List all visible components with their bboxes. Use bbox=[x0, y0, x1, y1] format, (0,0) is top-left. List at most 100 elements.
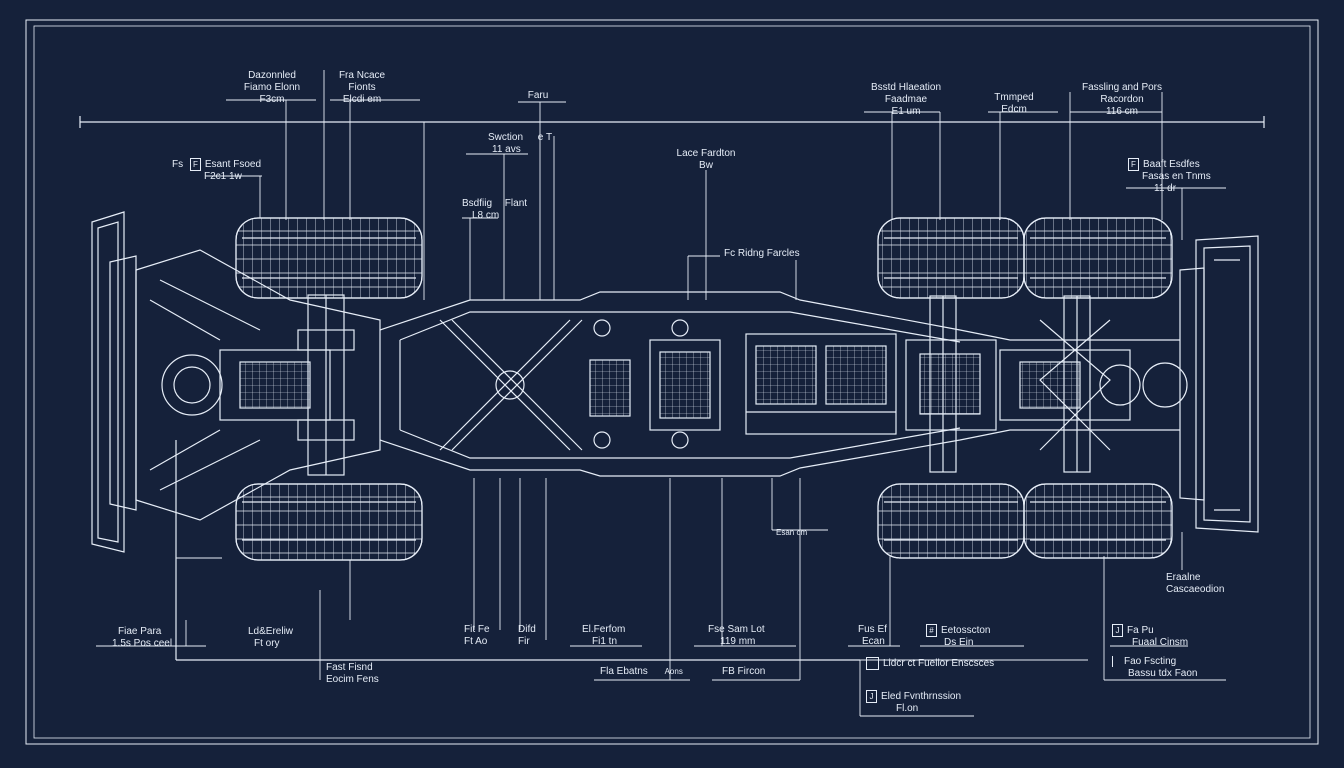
label-subtext: Eocim Fens bbox=[326, 674, 379, 685]
chassis-frame bbox=[379, 291, 1180, 477]
label-subtext: Ft Ao bbox=[464, 636, 488, 647]
marker-box: F bbox=[1128, 158, 1139, 171]
label-text: Esant Fsoed bbox=[204, 159, 262, 171]
label-measure: 1.5s Pos ceel bbox=[112, 638, 173, 649]
label-text: Fus Ef bbox=[858, 624, 887, 635]
marker-box: J bbox=[866, 690, 877, 703]
marker-box: J bbox=[1112, 624, 1123, 637]
fuel-tank bbox=[745, 333, 897, 435]
label-difd: Difd Fir bbox=[518, 624, 536, 648]
marker-box: # bbox=[926, 624, 937, 637]
front-bumper bbox=[91, 211, 137, 553]
label-text: Lidcr ct Fuellor Enscsces bbox=[883, 658, 995, 670]
label-text: Fa Pu bbox=[1127, 625, 1154, 637]
label-subtext: Fuaal Cinsm bbox=[1132, 637, 1189, 649]
label-measure: 119 mm bbox=[720, 636, 756, 647]
label-subtext: Bw bbox=[699, 160, 713, 171]
label-eraalne: Eraalne Cascaeodion bbox=[1166, 572, 1224, 596]
rear-crossmember bbox=[905, 339, 997, 431]
label-suffix: e T bbox=[537, 132, 553, 143]
rear-right-tire-2 bbox=[1023, 483, 1173, 559]
label-text: El.Ferfom bbox=[582, 624, 626, 635]
label-eetosscton: #Eetosscton Ds Ein bbox=[926, 624, 990, 649]
label-text: Fassling and Pors bbox=[1081, 82, 1163, 93]
label-esan: Esan cm bbox=[776, 528, 808, 537]
label-subtext: Fasas en Tnms bbox=[1142, 171, 1211, 183]
label-text: Ld&Ereliw bbox=[248, 626, 294, 637]
label-fse-sam-lot: Fse Sam Lot 119 mm bbox=[708, 624, 765, 648]
front-right-tire bbox=[235, 483, 423, 561]
label-bsdfiig: Bsdfiig Flant L8 cm bbox=[462, 198, 527, 222]
label-fra-ncace: Fra Ncace Fionts Elcdi em bbox=[339, 70, 385, 106]
label-fao-fscting: Fao Fscting Bassu tdx Faon bbox=[1112, 656, 1197, 680]
label-text: Lace Fardton bbox=[676, 148, 736, 159]
label-fit-fe: Fit Fe Ft Ao bbox=[464, 624, 490, 648]
label-measure: E1 um bbox=[891, 106, 921, 117]
marker-box bbox=[1112, 656, 1120, 667]
inner-frame bbox=[33, 25, 1311, 739]
rear-bumper bbox=[1179, 235, 1259, 533]
label-measure: 11 dr bbox=[1154, 183, 1177, 195]
label-text: Fra Ncace bbox=[338, 70, 386, 81]
label-fa-pu: J Fa Pu Fuaal Cinsm bbox=[1112, 624, 1188, 649]
label-fla-ebatns: Fla Ebatns Aons bbox=[600, 666, 683, 678]
label-text: Fiae Para bbox=[118, 626, 162, 637]
label-text: Fla Ebatns bbox=[600, 666, 648, 677]
label-text: Eled Fvnthrnssion bbox=[881, 691, 962, 703]
label-subtext: Fir bbox=[518, 636, 530, 647]
front-subframe bbox=[135, 249, 381, 521]
label-measure: F2c1 1w bbox=[204, 171, 242, 183]
label-measure: Fi1 tn bbox=[592, 636, 618, 647]
rear-left-tire-2 bbox=[1023, 217, 1173, 299]
label-dazonnled: Dazonnled Fiamo Elonn F3cm bbox=[244, 70, 300, 106]
label-text: Tmmped bbox=[994, 92, 1034, 103]
label-text: Fse Sam Lot bbox=[708, 624, 765, 635]
label-faru: Faru bbox=[527, 90, 549, 101]
label-fiae-para: Fiae Para 1.5s Pos ceel bbox=[112, 626, 172, 650]
label-subtext: Fiamo Elonn bbox=[243, 82, 301, 93]
label-text: Fit Fe bbox=[464, 624, 490, 635]
label-text: Swction bbox=[488, 132, 524, 143]
label-measure: Ecan bbox=[862, 636, 885, 647]
label-subtext: Faadmae bbox=[884, 94, 928, 105]
outer-frame bbox=[25, 19, 1319, 745]
label-subtext: Bassu tdx Faon bbox=[1128, 668, 1198, 680]
label-lidcr-enscsces: Lidcr ct Fuellor Enscsces bbox=[866, 657, 994, 670]
label-suffix: Flant bbox=[504, 198, 528, 209]
label-ld-ereliw: Ld&Ereliw Ft ory bbox=[248, 626, 293, 650]
label-measure: 11 avs bbox=[492, 144, 521, 155]
label-text: Fao Fscting bbox=[1124, 656, 1177, 668]
overall-length-dimension bbox=[79, 116, 1265, 128]
label-lace-fardton: Lace Fardton Bw bbox=[677, 148, 736, 172]
label-tmmped: Tmmped Edcm bbox=[994, 92, 1033, 116]
label-subtext: Ds Ein bbox=[944, 637, 974, 649]
label-text: Fast Fisnd bbox=[326, 662, 373, 673]
label-subtext: Racordon bbox=[1100, 94, 1144, 105]
label-measure: F3cm bbox=[259, 94, 285, 105]
rear-right-tire-1 bbox=[877, 483, 1025, 559]
label-swction: Swction e T 11 avs bbox=[488, 132, 552, 156]
label-subtext: Ft ory bbox=[254, 638, 280, 649]
label-subtext: Cascaeodion bbox=[1166, 584, 1225, 595]
x-brace bbox=[439, 319, 583, 451]
label-subtext: Aons bbox=[664, 667, 683, 676]
front-left-tire bbox=[235, 217, 423, 299]
differential bbox=[999, 349, 1188, 421]
label-measure: Elcdi em bbox=[342, 94, 382, 105]
label-prefix: Fs bbox=[172, 159, 184, 171]
label-measure: Edcm bbox=[1001, 104, 1027, 115]
label-text: Bsdfiig bbox=[462, 198, 493, 209]
label-text: Baaft Esdfes bbox=[1143, 159, 1200, 171]
label-subtext: Fionts bbox=[348, 82, 376, 93]
label-fb-fircon: FB Fircon bbox=[722, 666, 766, 677]
label-fus-ef: Fus Ef Ecan bbox=[858, 624, 887, 648]
label-measure: L8 cm bbox=[472, 210, 500, 221]
label-text: Eraalne bbox=[1166, 572, 1201, 583]
label-riding-farcles: Fc Ridng Farcles bbox=[724, 248, 800, 259]
marker-box: F bbox=[189, 158, 201, 171]
label-fassling: Fassling and Pors Racordon 116 cm bbox=[1082, 82, 1162, 118]
label-el-ferfom: El.Ferfom Fi1 tn bbox=[582, 624, 625, 648]
